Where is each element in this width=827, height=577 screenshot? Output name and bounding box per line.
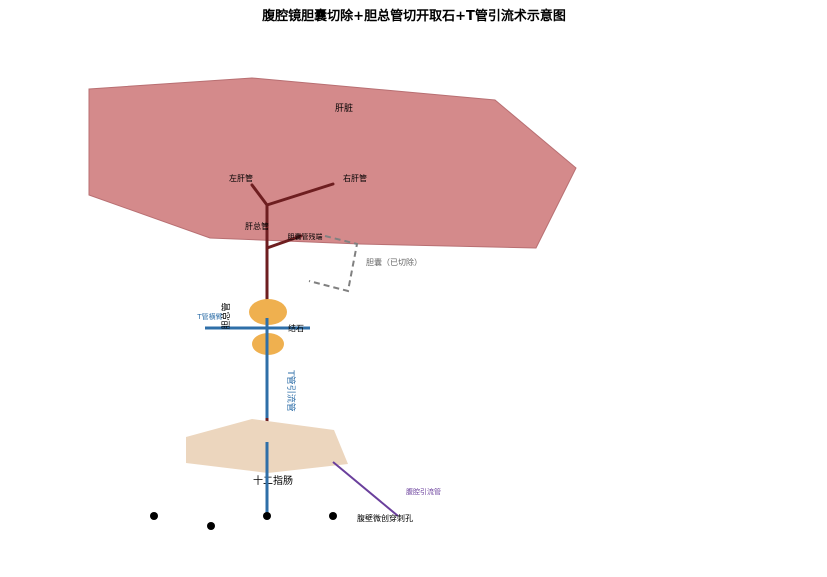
cystic-duct-stump-label: 胆囊管残端 [288,232,323,241]
stone-label: 结石 [288,323,304,333]
port-hole-2 [207,522,215,530]
diagram-title: 腹腔镜胆囊切除+胆总管切开取石+T管引流术示意图 [262,8,566,24]
liver-shape [88,77,577,249]
left-hepatic-duct-label: 左肝管 [229,173,253,183]
right-hepatic-duct [265,182,335,207]
port-hole-3 [263,512,271,520]
left-hepatic-duct [250,183,269,207]
gallbladder-outline [308,235,359,293]
abdominal-drain [332,461,399,517]
t-tube-crossbar-label: T管横臂 [196,312,222,321]
right-hepatic-duct-label: 右肝管 [343,173,367,183]
port-hole-1 [150,512,158,520]
common-hepatic-duct-label: 肝总管 [245,221,269,231]
port-holes [150,512,337,530]
t-tube [205,318,310,516]
t-tube-drain-label: T管引流管 [285,369,297,412]
gallbladder-label: 胆囊（已切除） [366,257,422,267]
port-holes-label: 腹壁微创穿刺孔 [357,513,413,523]
cystic-duct-stump [265,234,303,250]
abdominal-drain-label: 腹腔引流管 [406,487,441,496]
stone-upper [249,299,287,325]
port-hole-4 [329,512,337,520]
liver-label: 肝脏 [335,102,353,114]
common-bile-duct-label: 胆总管 [220,302,232,329]
duodenum-label: 十二指肠 [253,474,293,487]
